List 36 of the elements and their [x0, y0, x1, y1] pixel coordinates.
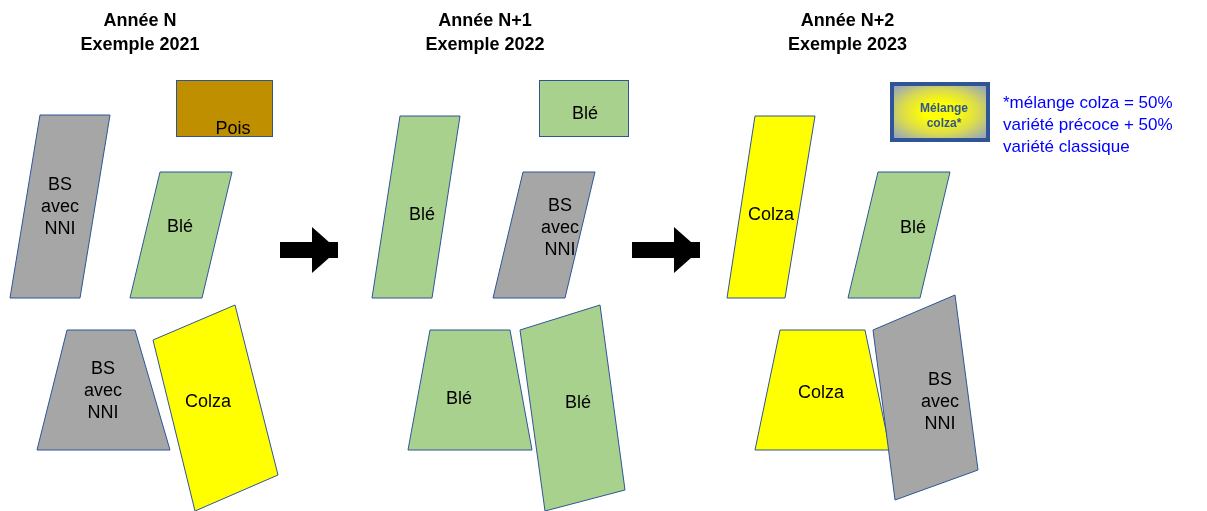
footnote: *mélange colza = 50% variété précoce + 50% variété classique	[1003, 92, 1174, 158]
crop-label: Blé	[571, 102, 599, 124]
crop-label: Colza	[184, 390, 232, 412]
field-plot	[873, 295, 978, 500]
mix-field-box	[890, 82, 990, 142]
crop-label: Mélange colza*	[919, 101, 969, 131]
crop-label: BS avec NNI	[83, 357, 123, 423]
field-plot	[130, 172, 232, 298]
arrow	[280, 227, 338, 273]
crop-label: BS avec NNI	[40, 173, 80, 239]
crop-label: Blé	[899, 216, 927, 238]
field-plot	[10, 115, 110, 298]
crop-label: BS avec NNI	[540, 194, 580, 260]
field-plot	[520, 305, 625, 511]
field-plot	[37, 330, 170, 450]
field-plot	[408, 330, 532, 450]
crop-label: Colza	[797, 381, 845, 403]
field-plot	[539, 80, 629, 137]
year-heading: Année N Exemple 2021	[79, 9, 201, 56]
field-plot	[755, 330, 890, 450]
crop-label: Blé	[166, 215, 194, 237]
arrow	[632, 227, 700, 273]
field-plot	[372, 116, 460, 298]
crop-label: Colza	[747, 203, 795, 225]
year-heading: Année N+2 Exemple 2023	[786, 9, 909, 56]
field-plot	[176, 80, 273, 137]
crop-label: BS avec NNI	[920, 368, 960, 434]
field-plot	[848, 172, 950, 298]
year-heading: Année N+1 Exemple 2022	[424, 9, 546, 56]
crop-label: Pois	[214, 117, 252, 139]
field-plot	[493, 172, 595, 298]
field-plot	[727, 116, 815, 298]
crop-label: Blé	[445, 387, 473, 409]
field-plot	[153, 305, 278, 511]
crop-label: Blé	[564, 391, 592, 413]
crop-label: Blé	[408, 203, 436, 225]
